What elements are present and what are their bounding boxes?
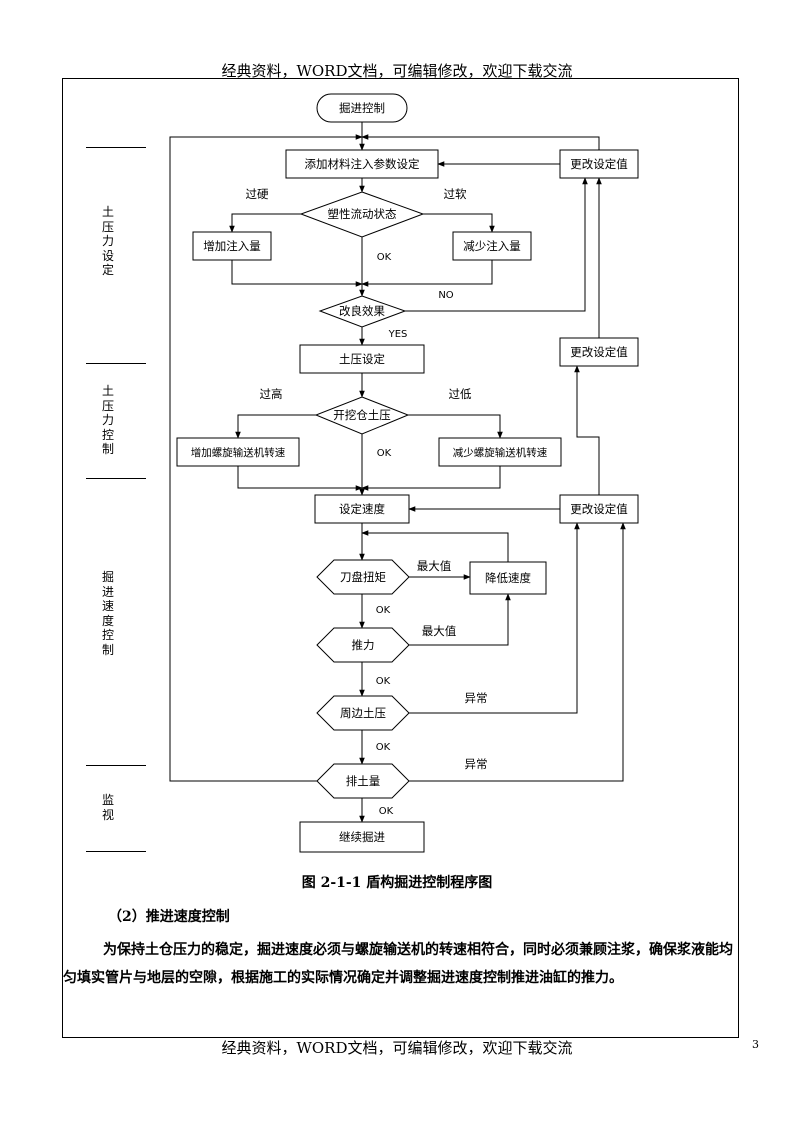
edge-label: 最大值 (422, 624, 457, 638)
start-label: 掘进控制 (339, 101, 385, 115)
arrow (361, 466, 501, 491)
arrow (169, 134, 363, 782)
continue-label: 继续掘进 (339, 830, 385, 844)
increase-inject-label: 增加注入量 (203, 239, 261, 253)
edge-label: OK (377, 448, 392, 459)
edge-label: 异常 (465, 691, 488, 705)
arrow (423, 213, 495, 233)
chamber-pressure-label: 开挖仓土压 (333, 408, 391, 422)
column-separator (86, 851, 146, 852)
arrow (361, 530, 509, 562)
edge-label: NO (438, 290, 453, 301)
arrow (409, 593, 511, 646)
cutter-torque-label: 刀盘扭矩 (340, 570, 386, 584)
edge-label: 过低 (449, 387, 472, 401)
side-label-monitoring: 监视 (101, 793, 114, 822)
soil-pressure-set-label: 土压设定 (339, 352, 385, 366)
edge-label: 异常 (465, 757, 488, 771)
content-frame (62, 78, 739, 1038)
arrow (405, 177, 588, 312)
discharge-label: 排土量 (346, 774, 381, 788)
arrow (574, 365, 600, 495)
figure-caption: 图 2-1-1 盾构掘进控制程序图 (301, 875, 493, 891)
thrust-label: 推力 (352, 638, 375, 652)
page-header: 经典资料，WORD文档，可编辑修改，欢迎下载交流 (221, 62, 573, 80)
improve-effect-label: 改良效果 (339, 304, 385, 318)
edge-label: YES (388, 329, 408, 340)
plastic-flow-label: 塑性流动状态 (328, 207, 397, 221)
side-label-speed-control: 掘进速度控制 (101, 570, 114, 657)
surrounding-pressure-label: 周边土压 (340, 706, 386, 720)
arrow (409, 522, 580, 714)
arrow (235, 414, 316, 439)
side-label-soil-pressure-setting: 土压力设定 (101, 205, 114, 277)
decrease-screw-label: 减少螺旋输送机转速 (453, 446, 548, 459)
arrow (229, 213, 301, 233)
column-separator (86, 147, 146, 148)
edge-label: OK (379, 806, 394, 817)
edge-label: OK (376, 605, 391, 616)
edge-label: 过高 (260, 387, 283, 401)
column-separator (86, 765, 146, 766)
edge-label: 过软 (444, 187, 467, 201)
add-material-label: 添加材料注入参数设定 (305, 157, 420, 171)
section-subheading: （2）推进速度控制 (108, 909, 230, 925)
arrow (409, 522, 626, 782)
edge-label: OK (376, 676, 391, 687)
change-value-label: 更改设定值 (570, 157, 628, 171)
edge-label: 过硬 (246, 187, 269, 201)
body-paragraph: 为保持土仓压力的稳定，掘进速度必须与螺旋输送机的转速相符合，同时必须兼顾注浆，确… (63, 942, 733, 986)
arrow (408, 414, 503, 439)
edge-label: OK (376, 742, 391, 753)
arrow (361, 134, 600, 150)
side-label-soil-pressure-control: 土压力控制 (101, 384, 114, 456)
decrease-inject-label: 减少注入量 (463, 239, 521, 253)
edge-label: 最大值 (417, 559, 452, 573)
arrow (231, 260, 363, 287)
increase-screw-label: 增加螺旋输送机转速 (191, 446, 286, 459)
arrow (237, 466, 363, 491)
change-value-label: 更改设定值 (570, 502, 628, 516)
set-speed-label: 设定速度 (339, 502, 385, 516)
arrow (361, 260, 493, 287)
page-number: 3 (752, 1038, 759, 1051)
column-separator (86, 363, 146, 364)
column-separator (86, 478, 146, 479)
page-footer: 经典资料，WORD文档，可编辑修改，欢迎下载交流 (221, 1039, 573, 1057)
flowchart: 掘进控制 添加材料注入参数设定 更改设定值 塑性流动状态 增加注入量 减少注入量… (169, 93, 639, 853)
change-value-label: 更改设定值 (570, 345, 628, 359)
edge-label: OK (377, 252, 392, 263)
reduce-speed-label: 降低速度 (485, 571, 531, 585)
